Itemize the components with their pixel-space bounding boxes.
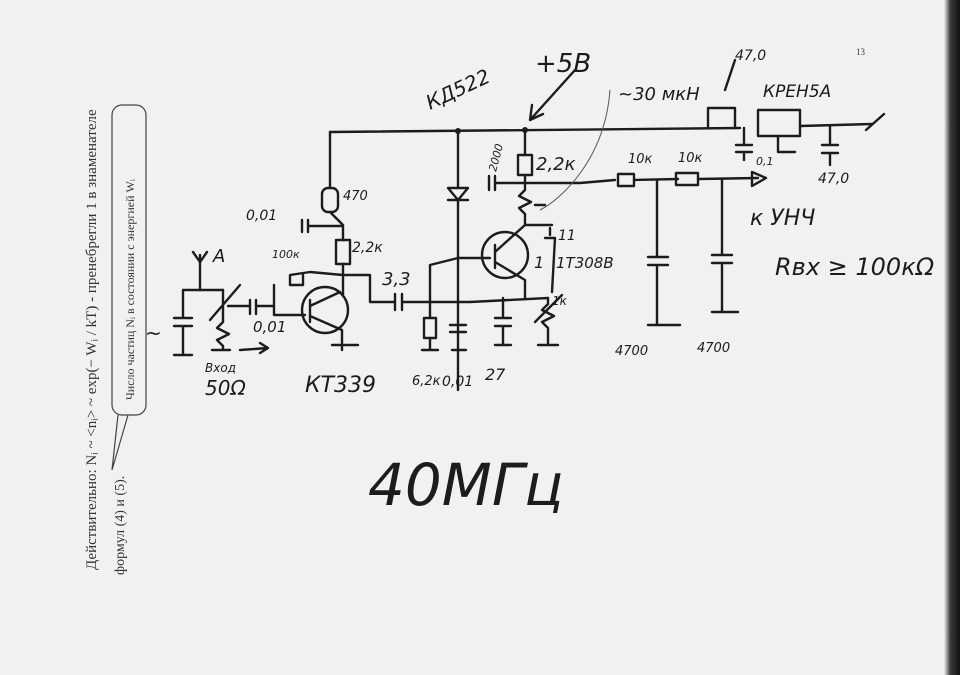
input-tilde-mark: ~: [145, 321, 162, 345]
q2-terminals: [493, 223, 557, 300]
frequency-label: 40МГц: [368, 451, 564, 519]
inductor-pointer: [539, 89, 611, 211]
reg-cap-in: [734, 126, 754, 162]
diode-label: КД522: [422, 64, 494, 114]
emitter-cap: [468, 296, 550, 347]
feedback-resistor: [272, 270, 345, 317]
q1-collector-r-label: 470: [343, 189, 368, 204]
power-rail: [328, 112, 886, 134]
diode: [446, 130, 470, 392]
input-label: Вход: [205, 361, 236, 375]
callout-text: Число частиц Nᵢ в состоянии с энергией W…: [123, 179, 137, 400]
output-wire: [523, 178, 617, 185]
filter-resistor-2: [674, 171, 700, 187]
emitter-r-label: 1к: [552, 294, 568, 308]
filter-resistor-1: [616, 172, 636, 188]
coupling-c-label: 3,3: [382, 269, 411, 290]
supply-label: +5В: [535, 49, 591, 79]
wire: [341, 262, 397, 304]
scan-edge: [944, 0, 960, 675]
reg-cap-out-label: 47,0: [818, 171, 849, 187]
wire: [428, 256, 492, 304]
formula-line: Действительно: Nᵢ ~ <nᵢ> ~ exp(− Wᵢ / kT…: [84, 109, 100, 570]
q1-label: КТ339: [305, 373, 376, 398]
q1-load-r-label: 2,2к: [352, 240, 383, 256]
emitter-c-label: 27: [485, 365, 506, 384]
callout-box: [111, 104, 147, 416]
transistor-q2: [480, 230, 530, 280]
q2-c-fb2-label: 1: [534, 253, 544, 272]
filter-c2-label: 4700: [697, 341, 730, 356]
input-resistance-label: Rвх ≥ 100кΩ: [775, 253, 935, 281]
q1-terminals: [308, 290, 360, 352]
filter-c1-label: 4700: [615, 344, 648, 359]
input-impedance-label: 50Ω: [205, 376, 246, 400]
decoupling-cap: [300, 210, 345, 242]
q2-c-fb-label: 11: [558, 228, 576, 244]
regulator-block: [756, 108, 802, 138]
filter-r2-label: 10к: [678, 151, 703, 166]
reg-cap-in-elec-label: 47,0: [735, 48, 766, 64]
antenna-icon: [191, 250, 209, 292]
transistor-q1: [300, 285, 350, 335]
q2-c-bypass-label: 2000: [486, 142, 506, 172]
antenna-label: A: [212, 246, 225, 267]
base-cap: [448, 323, 468, 352]
wire: [420, 300, 440, 352]
resistor-2k2: [334, 238, 352, 266]
input-cap-label: 0,01: [253, 318, 286, 336]
supply-arrow: [528, 68, 577, 122]
label-arrow: [723, 58, 737, 92]
filter-r1-label: 10к: [628, 152, 653, 167]
input-coupling-cap: [226, 298, 276, 316]
potentiometer: [517, 173, 547, 227]
filter-cap-2: [710, 177, 740, 314]
inductor-label: ~30 мкН: [618, 84, 700, 105]
bypass-cap: [487, 174, 527, 192]
resistor-6k2: [422, 316, 438, 340]
formula-reference: формул (4) и (5).: [113, 476, 128, 575]
reg-cap-out: [820, 124, 840, 167]
regulator-label: КРЕН5А: [763, 82, 831, 102]
regulator-ground: [776, 134, 797, 154]
q1-feedback-r-label: 100к: [272, 248, 300, 261]
callout-pointer: [111, 414, 129, 471]
q2-label: 1Т308В: [556, 254, 614, 272]
inductor-cap: [706, 106, 737, 130]
filter-cap-1: [646, 178, 682, 327]
input-cap: [172, 288, 225, 357]
q1-decoupling-c-label: 0,01: [246, 208, 277, 224]
output-arrow: [696, 170, 768, 188]
input-arrow: [238, 341, 270, 355]
resistor-470: [320, 186, 340, 214]
emitter-trimmer: [533, 293, 564, 347]
q2-r-top-label: 2,2к: [536, 154, 576, 175]
base-c-label: 0,01: [442, 374, 473, 390]
base-r-label: 6,2к: [412, 374, 441, 389]
output-destination-label: к УНЧ: [750, 206, 815, 231]
input-trimmer: [208, 283, 242, 352]
resistor-2k2-top: [516, 153, 534, 177]
reg-cap-in-label: 0,1: [756, 155, 774, 168]
page-number: 13: [856, 47, 866, 57]
